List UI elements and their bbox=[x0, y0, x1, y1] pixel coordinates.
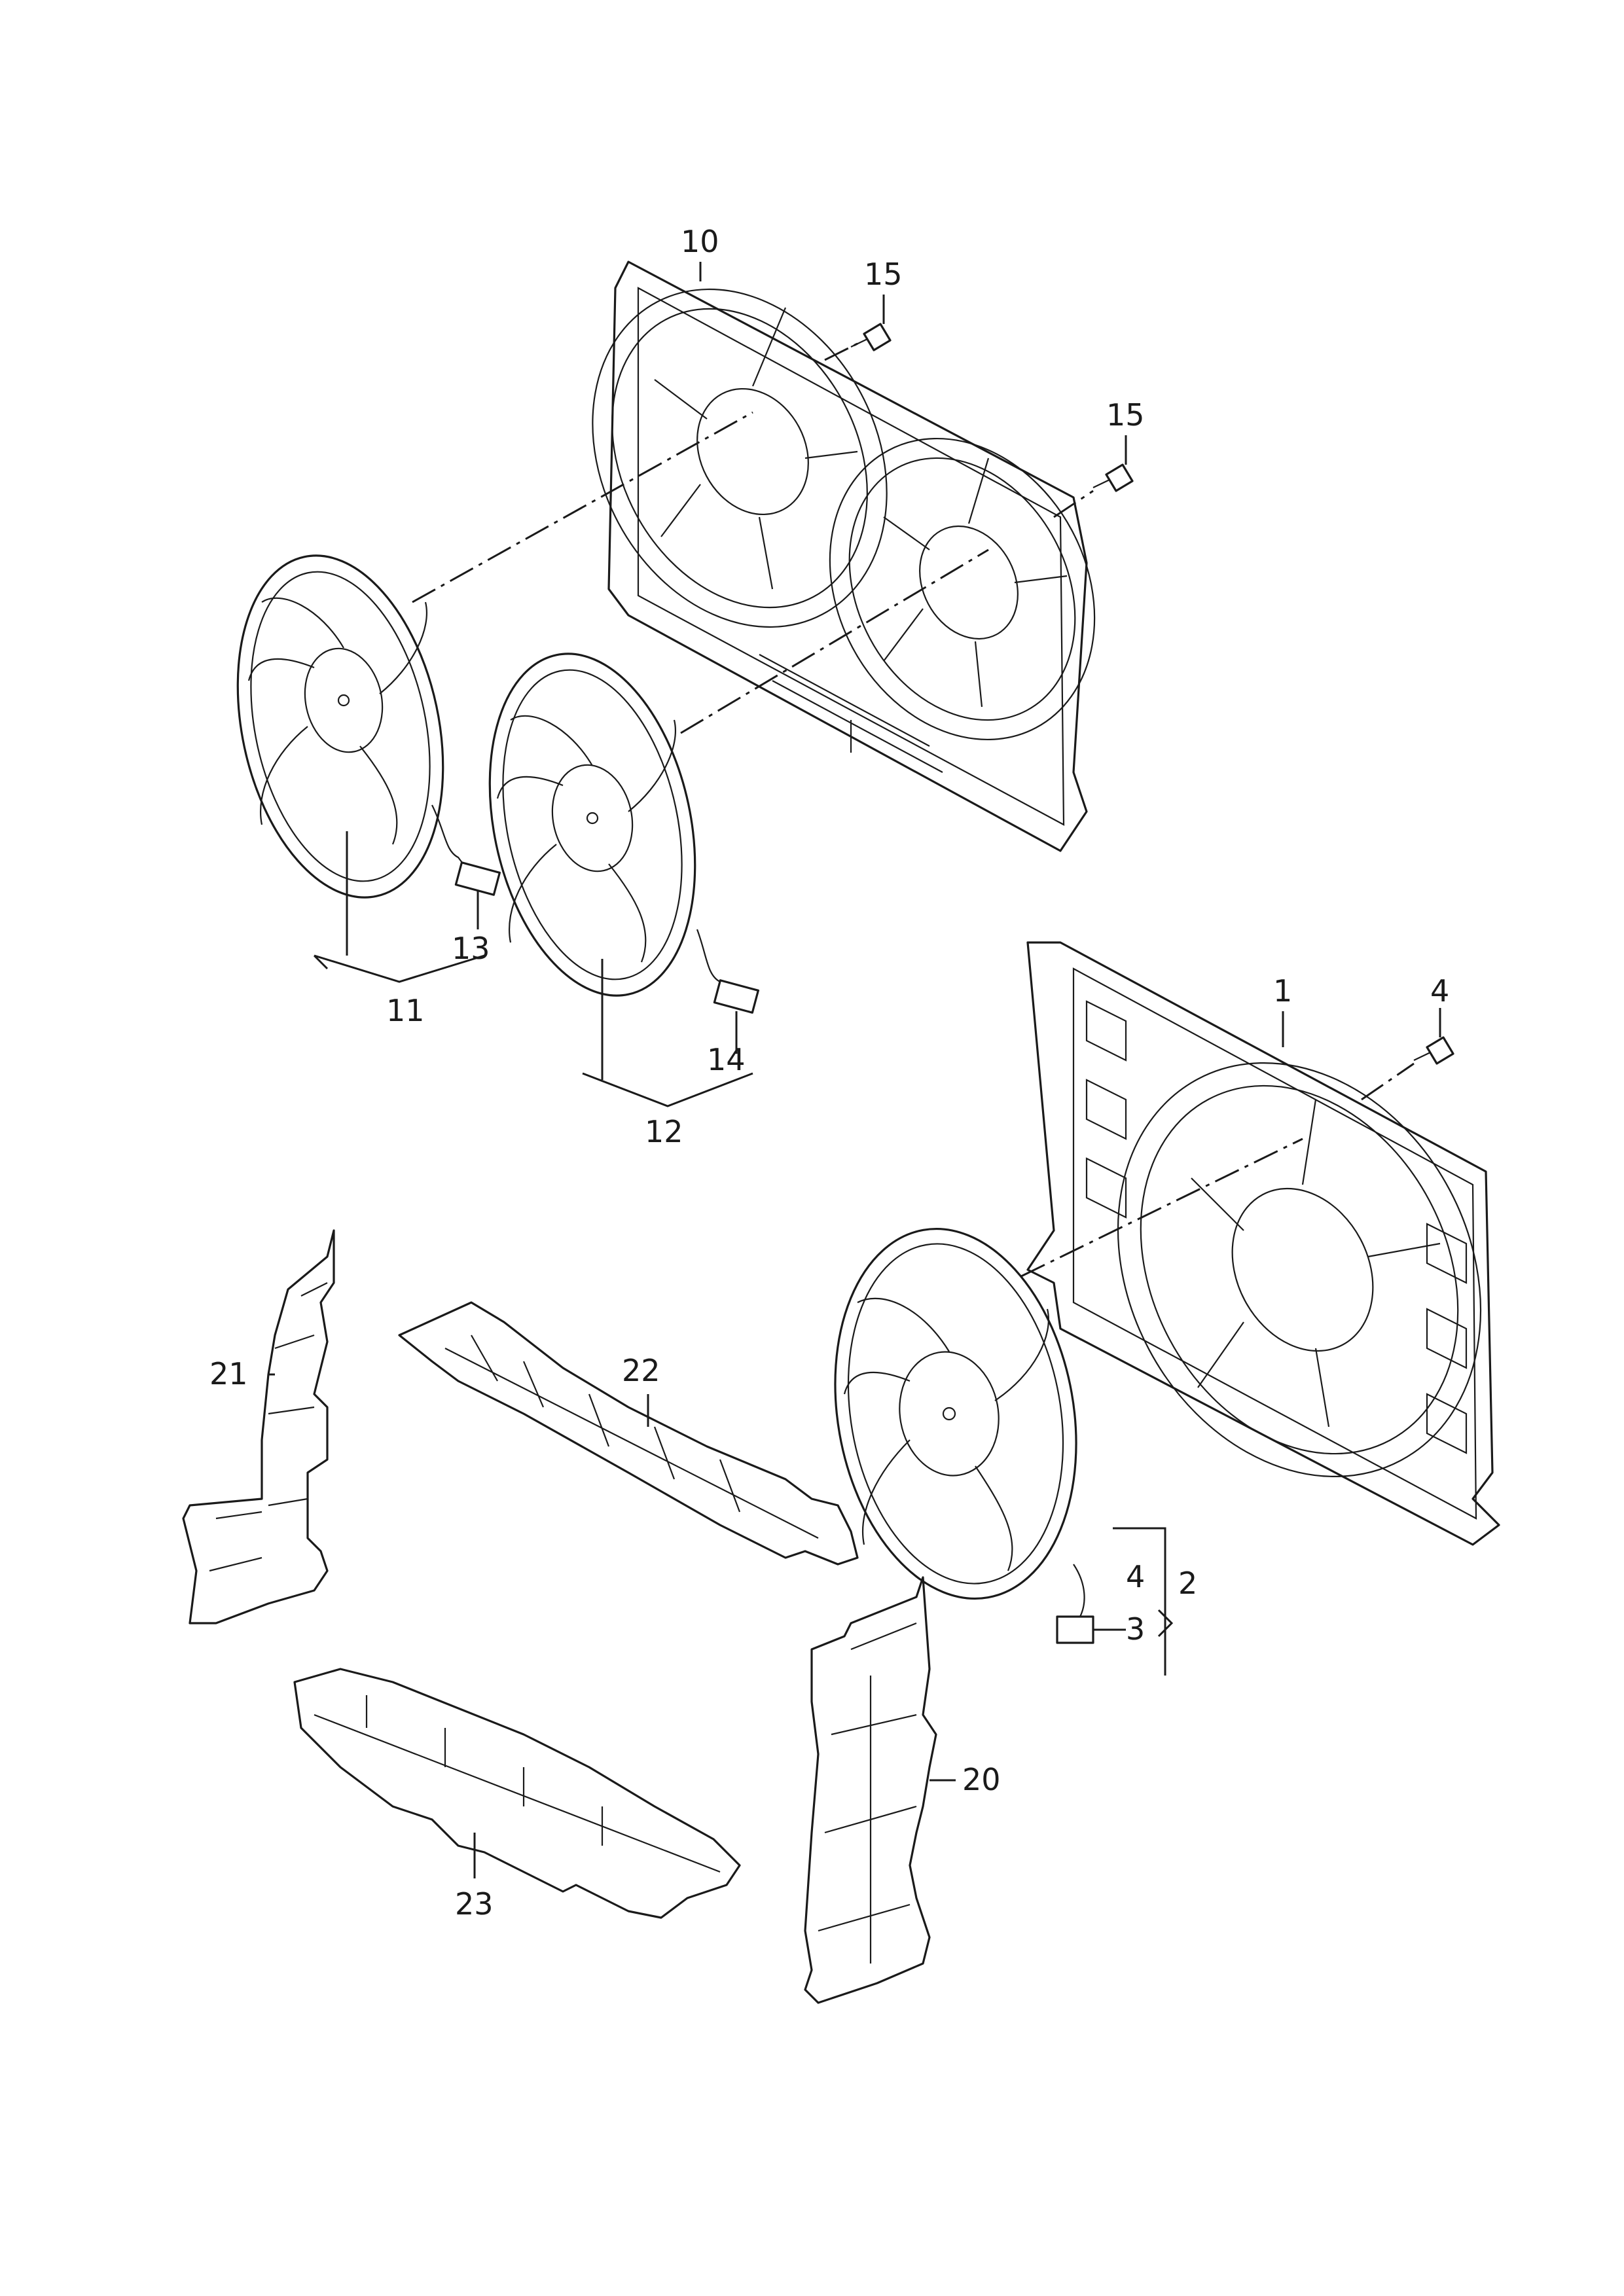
assembly-line-bolt-15a bbox=[824, 342, 858, 361]
label-23: 23 bbox=[455, 1886, 494, 1922]
label-3: 3 bbox=[1126, 1611, 1145, 1647]
assembly-line-fan-2 bbox=[1020, 1138, 1303, 1278]
leader-lines bbox=[268, 262, 1441, 1878]
assembly-line-bolt-4 bbox=[1361, 1062, 1415, 1101]
single-fan-shroud bbox=[1026, 941, 1500, 1546]
label-22: 22 bbox=[622, 1353, 660, 1388]
label-4-lower: 4 bbox=[1126, 1559, 1145, 1594]
fan-2 bbox=[834, 1227, 1094, 1644]
fan-12 bbox=[488, 653, 759, 1014]
bolt-15-lower bbox=[1092, 463, 1134, 492]
assembly-line-fan-11 bbox=[412, 411, 753, 603]
label-13: 13 bbox=[452, 931, 490, 966]
label-15-lower: 15 bbox=[1106, 397, 1145, 433]
assembly-line-fan-12 bbox=[680, 548, 989, 734]
air-guide-21 bbox=[182, 1229, 335, 1624]
label-15-upper: 15 bbox=[864, 257, 903, 292]
bolt-4 bbox=[1413, 1036, 1454, 1065]
label-10: 10 bbox=[681, 224, 719, 259]
air-guide-22 bbox=[398, 1301, 859, 1566]
assembly-line-bolt-15b bbox=[1053, 490, 1094, 518]
label-11: 11 bbox=[386, 993, 425, 1028]
bolt-15-upper bbox=[850, 323, 892, 351]
double-fan-shroud bbox=[592, 260, 1096, 852]
label-2: 2 bbox=[1178, 1566, 1197, 1601]
label-14: 14 bbox=[707, 1042, 746, 1077]
fan-11 bbox=[236, 554, 501, 899]
label-12: 12 bbox=[645, 1114, 683, 1149]
label-1: 1 bbox=[1273, 973, 1292, 1009]
label-4-upper: 4 bbox=[1430, 973, 1449, 1009]
air-guide-20 bbox=[804, 1576, 937, 2004]
air-guide-23 bbox=[293, 1668, 741, 1919]
label-20: 20 bbox=[962, 1762, 1001, 1797]
label-21: 21 bbox=[209, 1356, 248, 1391]
